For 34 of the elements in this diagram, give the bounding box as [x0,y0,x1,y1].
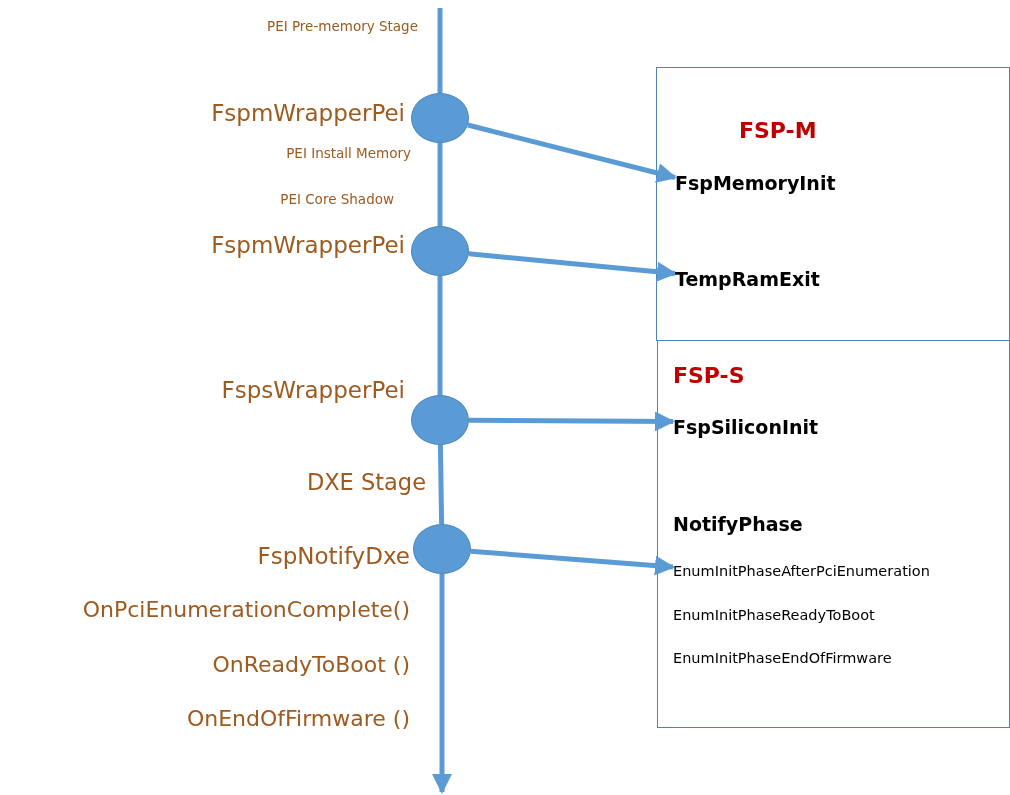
module-name: FspmWrapperPei [211,232,405,258]
component-panel [656,67,1010,341]
arrow [470,548,675,576]
stage-label: PEI Core Shadow [280,191,394,207]
arrow [467,122,677,183]
module-name: FspsWrapperPei [221,377,405,403]
function-name: FspMemoryInit [675,172,836,194]
arrow [469,411,675,432]
stage-label: PEI Pre-memory Stage [267,18,418,34]
timeline-point-circle [411,395,469,445]
phase-name: EnumInitPhaseReadyToBoot [673,607,875,623]
stage-label: OnPciEnumerationComplete() [82,597,410,622]
arrow [468,251,677,282]
panel-heading: FSP-M [739,118,817,143]
function-name: FspSiliconInit [673,416,819,438]
function-name: NotifyPhase [673,513,803,535]
phase-name: EnumInitPhaseEndOfFirmware [673,650,892,666]
timeline-line [437,276,443,395]
panel-heading: FSP-S [673,363,745,388]
timeline-line [437,444,445,525]
stage-label: DXE Stage [306,469,426,495]
phase-name: EnumInitPhaseAfterPciEnumeration [673,563,930,579]
function-name: TempRamExit [675,268,820,290]
stage-label: PEI Install Memory [286,145,411,161]
timeline-point-circle [411,93,469,143]
component-panel [657,340,1010,728]
module-name: FspmWrapperPei [211,100,405,126]
timeline-arrow [432,574,452,794]
timeline-line [437,143,443,226]
stage-label: OnReadyToBoot () [212,652,410,677]
module-name: FspNotifyDxe [257,543,410,569]
stage-label: OnEndOfFirmware () [186,706,410,731]
timeline-point-circle [411,226,469,276]
timeline-point-circle [413,524,471,574]
